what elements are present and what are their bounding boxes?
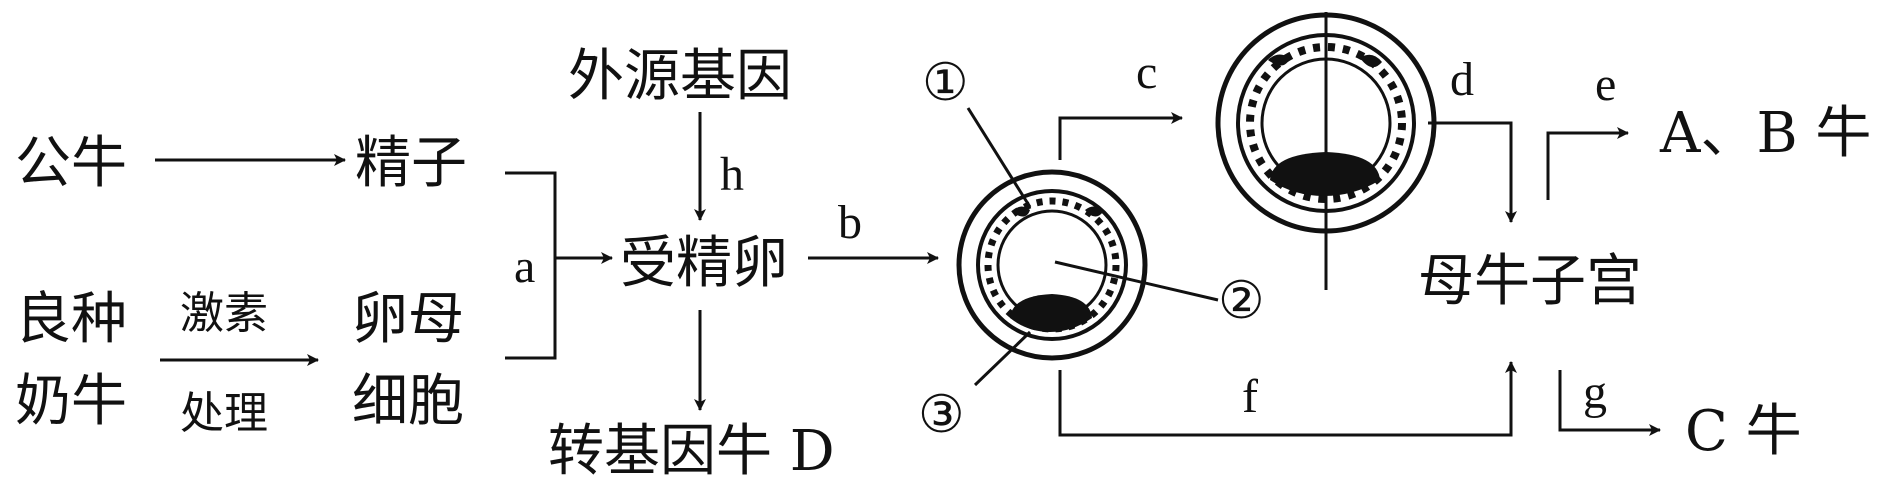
arrow-g	[1558, 370, 1661, 436]
pointer-3	[973, 330, 1032, 387]
marker-2: ②	[1218, 271, 1265, 331]
label-hormone: 激素	[180, 288, 268, 339]
letter-h: h	[720, 148, 744, 201]
arrow-d	[1428, 121, 1517, 223]
bracket-join	[505, 171, 557, 360]
label-dairy-cow: 奶牛	[15, 369, 127, 434]
label-fine-breed: 良种	[15, 287, 127, 352]
letter-f: f	[1242, 370, 1258, 423]
label-c-cow: C 牛	[1685, 399, 1802, 464]
letter-e: e	[1595, 58, 1616, 111]
letter-a: a	[514, 240, 535, 293]
label-oocyte-line2: 细胞	[352, 369, 464, 434]
pointer-1	[966, 107, 1032, 208]
label-oocyte-line1: 卵母	[352, 287, 464, 352]
letter-c: c	[1136, 46, 1157, 99]
arrow-f	[1058, 361, 1517, 437]
arrow-e	[1546, 127, 1629, 200]
marker-1: ①	[922, 53, 969, 113]
label-transgenic-cow: 转基因牛 D	[548, 419, 835, 484]
label-sperm: 精子	[355, 131, 467, 196]
label-zygote: 受精卵	[620, 231, 788, 296]
marker-3: ③	[918, 385, 965, 445]
letter-g: g	[1583, 366, 1607, 419]
label-uterus: 母牛子宫	[1418, 249, 1642, 314]
label-treatment: 处理	[180, 388, 268, 439]
letter-d: d	[1450, 53, 1474, 106]
label-ab-cow: A、B 牛	[1659, 101, 1871, 166]
blastocyst	[956, 169, 1148, 361]
label-bull: 公牛	[15, 131, 127, 196]
pointer-2	[1054, 260, 1219, 302]
letter-b: b	[838, 196, 862, 249]
label-foreign-gene: 外源基因	[568, 44, 792, 109]
arrow-c	[1058, 112, 1183, 160]
split-blastocyst	[1215, 12, 1437, 290]
